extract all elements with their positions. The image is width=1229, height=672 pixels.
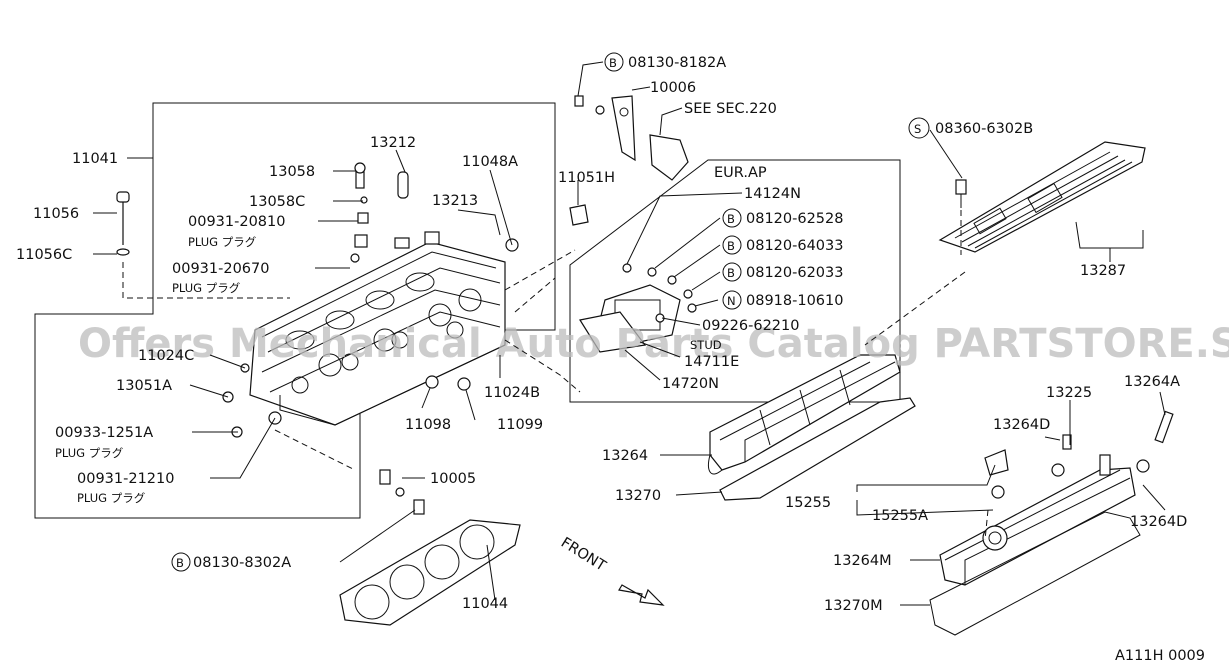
callout-13264a: 13264A	[1124, 374, 1180, 390]
callout-08120-62528: 08120-62528	[746, 211, 844, 227]
callout-13051a: 13051A	[116, 378, 172, 394]
callout-14720n: 14720N	[662, 376, 719, 392]
b-circle-08120-64033	[722, 235, 742, 255]
callout-11056c: 11056C	[16, 247, 72, 263]
callout-13264d-right: 13264D	[1130, 514, 1187, 530]
plug-label-3: PLUG プラグ	[55, 446, 124, 460]
callout-00931-20670: 00931-20670	[172, 261, 270, 277]
front-arrow: FRONT	[558, 535, 665, 606]
callout-15255a: 15255A	[872, 508, 928, 524]
thermostat-housing-drawing	[569, 204, 697, 353]
callout-14711e: 14711E	[684, 354, 739, 370]
callout-08918-10610: 08918-10610	[746, 293, 844, 309]
callout-08120-64033: 08120-64033	[746, 238, 844, 254]
eur-ap-label: EUR.AP	[714, 165, 767, 181]
callout-11041: 11041	[72, 151, 118, 167]
callout-11044: 11044	[462, 596, 508, 612]
cylinder-head-frame	[34, 102, 556, 519]
callout-11056: 11056	[33, 206, 79, 222]
bracket-drawing	[574, 95, 689, 181]
callout-11024b: 11024B	[484, 385, 540, 401]
b-prefix-08130-8302a: B	[176, 556, 184, 570]
callout-00933-1251a: 00933-1251A	[55, 425, 153, 441]
callout-00931-21210: 00931-21210	[77, 471, 175, 487]
cylinder-head-drawing	[116, 162, 519, 438]
callout-14124n: 14124N	[744, 186, 801, 202]
callout-09226-62210: 09226-62210	[702, 318, 800, 334]
b-circle-08120-62528	[722, 208, 742, 228]
callout-08120-62033: 08120-62033	[746, 265, 844, 281]
callout-13270: 13270	[615, 488, 661, 504]
diagram-code: A111H 0009	[1115, 648, 1205, 664]
callout-11024c: 11024C	[138, 348, 194, 364]
head-gasket-drawing	[339, 469, 521, 626]
callout-11048a: 11048A	[462, 154, 518, 170]
rocker-cover-front-drawing	[708, 354, 916, 501]
callout-11099: 11099	[497, 417, 543, 433]
callout-08130-8302a: 08130-8302A	[193, 555, 291, 571]
stud-label: STUD	[690, 338, 722, 352]
callout-13264m: 13264M	[833, 553, 892, 569]
callout-13264: 13264	[602, 448, 648, 464]
b-prefix-08120-64033: B	[727, 239, 735, 253]
callout-11098: 11098	[405, 417, 451, 433]
cover-plate-drawing	[938, 141, 1146, 253]
callout-08360-6302b: 08360-6302B	[935, 121, 1033, 137]
leader-lines	[93, 61, 1166, 606]
eur-ap-frame	[569, 159, 901, 403]
callout-13264d-top: 13264D	[993, 417, 1050, 433]
callout-13058c: 13058C	[249, 194, 305, 210]
plug-label-4: PLUG プラグ	[77, 491, 146, 505]
b-circle-08130-8182a	[604, 52, 624, 72]
callout-13225: 13225	[1046, 385, 1092, 401]
plug-label-1: PLUG プラグ	[188, 235, 257, 249]
b-prefix-08120-62033: B	[727, 266, 735, 280]
s-circle-08360-6302b	[908, 117, 930, 139]
callout-08130-8182a: 08130-8182A	[628, 55, 726, 71]
plug-label-2: PLUG プラグ	[172, 281, 241, 295]
see-sec-label: SEE SEC.220	[684, 101, 777, 117]
b-prefix-08120-62528: B	[727, 212, 735, 226]
n-prefix-08918-10610: N	[727, 294, 736, 308]
b-prefix-08130-8182a: B	[609, 56, 617, 70]
callout-13287: 13287	[1080, 263, 1126, 279]
guide-lines	[122, 210, 989, 541]
callout-00931-20810: 00931-20810	[188, 214, 286, 230]
b-circle-08130-8302a	[171, 552, 191, 572]
callout-13270m: 13270M	[824, 598, 883, 614]
b-circle-08120-62033	[722, 262, 742, 282]
s-prefix-08360-6302b: S	[914, 122, 921, 136]
watermark: Offers Mechanical Auto Parts Catalog PAR…	[78, 321, 1229, 367]
front-label: FRONT	[558, 535, 609, 575]
callout-13213: 13213	[432, 193, 478, 209]
callout-10005: 10005	[430, 471, 476, 487]
callout-11051h: 11051H	[558, 170, 615, 186]
callout-10006: 10006	[650, 80, 696, 96]
callout-15255: 15255	[785, 495, 831, 511]
callout-13058: 13058	[269, 164, 315, 180]
rocker-cover-rear-drawing	[929, 410, 1174, 636]
callout-labels: 11041 11056 11056C 13058 13058C 13212 11…	[16, 52, 1205, 664]
callout-13212: 13212	[370, 135, 416, 151]
n-circle-08918-10610	[722, 290, 742, 310]
